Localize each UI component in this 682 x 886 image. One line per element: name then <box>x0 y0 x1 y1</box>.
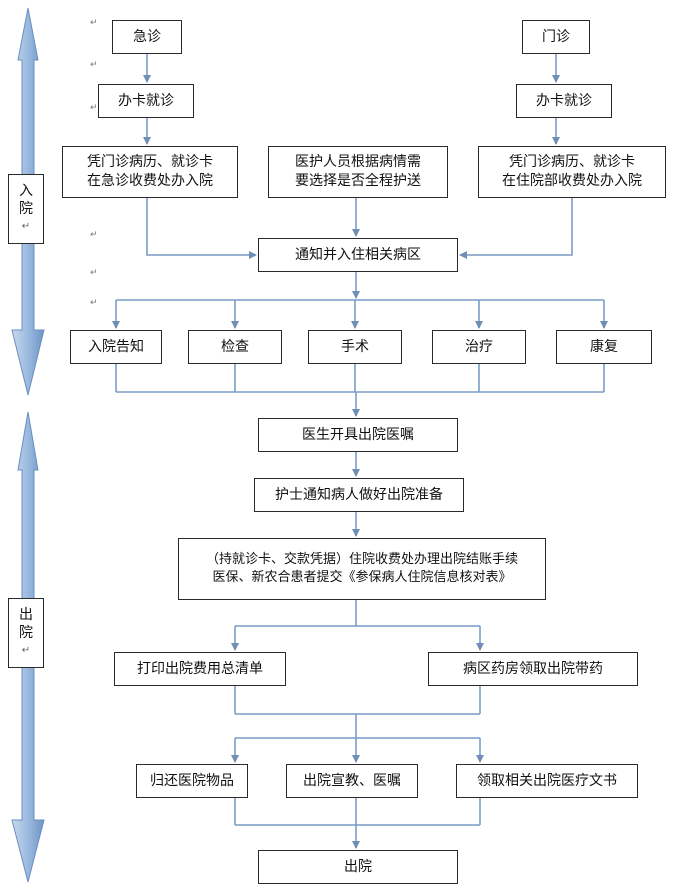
node-line: 打印出院费用总清单 <box>137 660 263 677</box>
paragraph-mark: ↵ <box>90 268 98 278</box>
node-card-op: 办卡就诊 <box>516 84 612 118</box>
node-line: 医保、新农合患者提交《参保病人住院信息核对表》 <box>212 570 512 585</box>
node-line: 入院告知 <box>88 338 144 355</box>
node-line: （持就诊卡、交款凭据）住院收费处办理出院结账手续 <box>205 552 518 567</box>
node-line: 通知并入住相关病区 <box>295 246 421 263</box>
phase-char: 院 <box>19 201 33 217</box>
node-nurse: 护士通知病人做好出院准备 <box>254 478 464 512</box>
node-line: 在急诊收费处办入院 <box>87 173 213 189</box>
node-card-er: 办卡就诊 <box>98 84 194 118</box>
phase-char: 院 <box>19 625 33 641</box>
node-inform: 入院告知 <box>70 330 162 364</box>
node-line: 病区药房领取出院带药 <box>463 660 603 677</box>
node-line: 出院 <box>344 858 372 875</box>
paragraph-mark: ↵ <box>90 18 98 28</box>
node-line: 护士通知病人做好出院准备 <box>275 486 443 503</box>
node-line: 门诊 <box>542 28 570 45</box>
node-meds: 病区药房领取出院带药 <box>428 652 638 686</box>
node-line: 领取相关出院医疗文书 <box>477 772 617 789</box>
node-line: 康复 <box>590 338 618 355</box>
node-line: 在住院部收费处办入院 <box>502 173 642 189</box>
node-admit-er: 凭门诊病历、就诊卡在急诊收费处办入院 <box>62 146 238 198</box>
phase-char: 出 <box>19 607 33 623</box>
phase-mark: ↵ <box>21 645 31 656</box>
node-line: 凭门诊病历、就诊卡 <box>509 154 635 170</box>
flow-arrow <box>459 198 573 259</box>
node-treatment: 治疗 <box>432 330 526 364</box>
paragraph-mark: ↵ <box>90 60 98 70</box>
node-settle: （持就诊卡、交款凭据）住院收费处办理出院结账手续医保、新农合患者提交《参保病人住… <box>178 538 546 600</box>
node-line: 医生开具出院医嘱 <box>302 426 414 443</box>
node-line: 手术 <box>341 338 369 355</box>
node-return: 归还医院物品 <box>136 764 248 798</box>
node-line: 凭门诊病历、就诊卡 <box>87 154 213 170</box>
node-escort: 医护人员根据病情需要选择是否全程护送 <box>268 146 448 198</box>
paragraph-mark: ↵ <box>90 230 98 240</box>
node-line: 检查 <box>221 338 249 355</box>
flow-arrow <box>146 198 257 259</box>
phase-mark: ↵ <box>21 221 31 232</box>
node-line: 急诊 <box>133 28 161 45</box>
node-line: 归还医院物品 <box>150 772 234 789</box>
node-line: 要选择是否全程护送 <box>295 173 421 189</box>
node-education: 出院宣教、医嘱 <box>286 764 418 798</box>
node-op: 门诊 <box>522 20 590 54</box>
node-print: 打印出院费用总清单 <box>114 652 286 686</box>
node-line: 医护人员根据病情需 <box>295 154 421 170</box>
phase-label-discharge: 出 院 ↵ <box>8 598 44 668</box>
node-rehab: 康复 <box>556 330 652 364</box>
node-er: 急诊 <box>112 20 182 54</box>
node-line: 出院宣教、医嘱 <box>303 772 401 789</box>
node-exam: 检查 <box>188 330 282 364</box>
phase-label-admission: 入 院 ↵ <box>8 174 44 244</box>
node-surgery: 手术 <box>308 330 402 364</box>
node-admit-op: 凭门诊病历、就诊卡在住院部收费处办入院 <box>478 146 666 198</box>
phase-char: 入 <box>19 183 33 199</box>
paragraph-mark: ↵ <box>90 103 98 113</box>
node-order: 医生开具出院医嘱 <box>258 418 458 452</box>
node-line: 办卡就诊 <box>536 92 592 109</box>
node-line: 治疗 <box>465 338 493 355</box>
node-notify-ward: 通知并入住相关病区 <box>258 238 458 272</box>
paragraph-mark: ↵ <box>90 298 98 308</box>
node-exit: 出院 <box>258 850 458 884</box>
node-docs: 领取相关出院医疗文书 <box>456 764 638 798</box>
node-line: 办卡就诊 <box>118 92 174 109</box>
